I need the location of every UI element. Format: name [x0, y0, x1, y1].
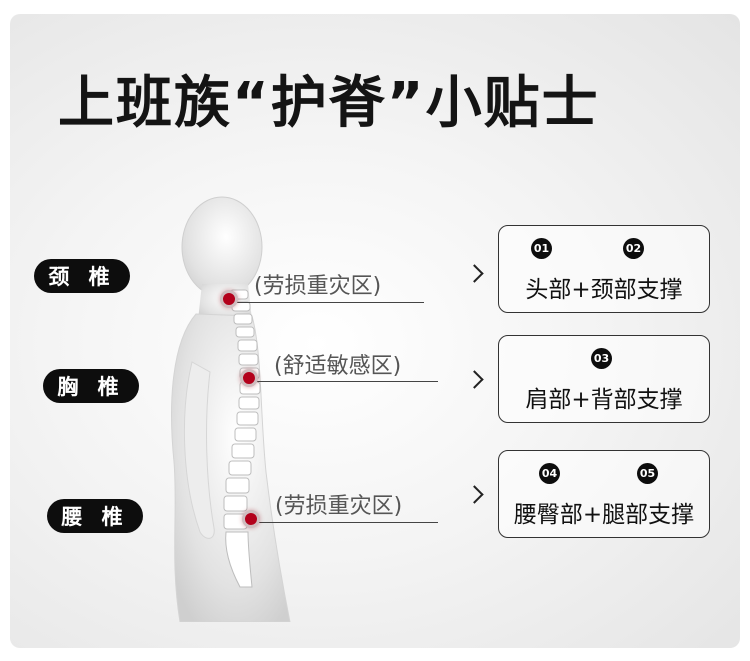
support-box-1: 01 02 头部+颈部支撑 [498, 225, 710, 313]
label-lumbar: 腰 椎 [47, 499, 143, 533]
page-title: 上班族“护脊”小贴士 [58, 71, 600, 136]
badge-02: 02 [623, 238, 644, 259]
support-text-1: 头部+颈部支撑 [525, 277, 683, 303]
support-box-3: 04 05 腰臀部+腿部支撑 [498, 450, 710, 538]
marker-cervical [220, 290, 238, 308]
leader-line-lumbar [254, 522, 438, 523]
badge-03: 03 [591, 348, 612, 369]
badge-01: 01 [531, 238, 552, 259]
marker-lumbar [242, 510, 260, 528]
label-thoracic: 胸 椎 [43, 369, 139, 403]
marker-thoracic [240, 369, 258, 387]
chevron-right-icon [465, 264, 484, 283]
spine-figure-icon [171, 196, 291, 622]
zone-lumbar: (劳损重灾区) [275, 494, 403, 519]
leader-line-cervical [232, 302, 424, 303]
tips-card: 上班族“护脊”小贴士 [10, 14, 740, 648]
chevron-right-icon [465, 485, 484, 504]
leader-line-thoracic [252, 381, 438, 382]
zone-cervical: (劳损重灾区) [254, 274, 382, 299]
badge-05: 05 [637, 463, 658, 484]
support-text-3: 腰臀部+腿部支撑 [513, 502, 695, 528]
label-cervical: 颈 椎 [34, 259, 130, 293]
chevron-right-icon [465, 370, 484, 389]
support-box-2: 03 肩部+背部支撑 [498, 335, 710, 423]
zone-thoracic: (舒适敏感区) [274, 354, 402, 379]
badge-04: 04 [539, 463, 560, 484]
support-text-2: 肩部+背部支撑 [525, 387, 683, 413]
